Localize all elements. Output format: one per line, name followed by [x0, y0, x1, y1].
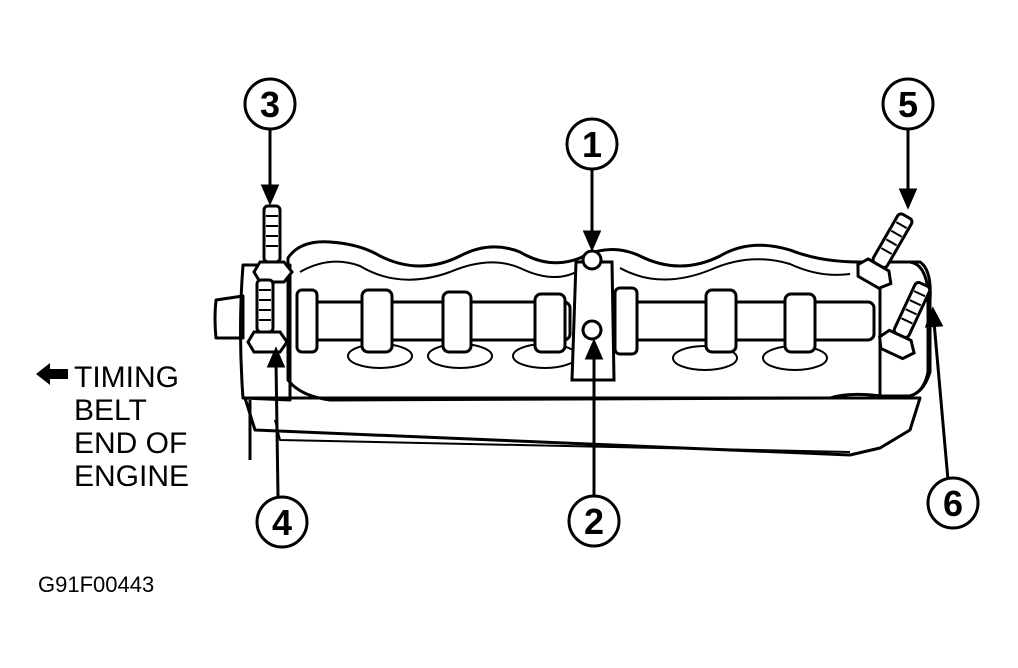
head-lower-body — [243, 396, 922, 457]
callout-6-circle — [926, 476, 980, 530]
leader-arrows — [260, 128, 950, 497]
head-bolt-5 — [856, 212, 914, 290]
callout-numbers: 1 2 3 4 5 6 — [260, 84, 963, 543]
cam-lobe — [441, 290, 473, 354]
callout-2-number: 2 — [584, 501, 604, 542]
cam-lobe — [783, 292, 817, 354]
callout-1-circle — [565, 117, 619, 171]
callout-3-number: 3 — [260, 84, 280, 125]
callout-5-number: 5 — [898, 84, 918, 125]
cap-bolt-head — [581, 249, 603, 271]
cam-lobe — [704, 288, 738, 354]
callout-5-circle — [881, 77, 935, 131]
callout-2-circle — [567, 494, 621, 548]
camshaft-shaft-right — [610, 300, 876, 342]
cam-end-stub — [213, 294, 245, 340]
timing-belt-end-label: TIMING BELT END OF ENGINE — [74, 361, 189, 493]
head-inner-rim — [299, 258, 851, 281]
head-bolt-4 — [246, 278, 289, 354]
camshaft — [295, 286, 876, 356]
label-line: TIMING — [74, 361, 179, 394]
callout-4-number: 4 — [272, 502, 292, 543]
arrow-left-icon — [36, 363, 68, 385]
cam-journal — [295, 288, 319, 354]
cam-journal — [613, 286, 639, 356]
callout-3-circle — [243, 77, 297, 131]
cam-lobe — [533, 292, 567, 354]
callout-circles — [243, 77, 980, 549]
head-bolt-6 — [878, 281, 932, 361]
cam-lobe — [360, 288, 394, 354]
head-bolt-3 — [252, 204, 294, 284]
label-line: ENGINE — [74, 460, 190, 493]
callout-6-number: 6 — [943, 483, 963, 524]
camshaft-shaft-left — [298, 300, 572, 342]
head-bottom-line — [274, 419, 851, 453]
callout-4-circle — [255, 495, 309, 549]
head-bolts — [246, 204, 932, 361]
bearing-cap-center — [570, 249, 616, 382]
cap-bolt-head — [581, 319, 603, 341]
label-line: END OF — [74, 427, 188, 460]
end-plate-left — [239, 263, 292, 402]
label-line: BELT — [74, 394, 147, 427]
callout-1-number: 1 — [582, 124, 602, 165]
end-plate-right — [878, 260, 932, 398]
figure-code: G91F00443 — [38, 572, 155, 597]
